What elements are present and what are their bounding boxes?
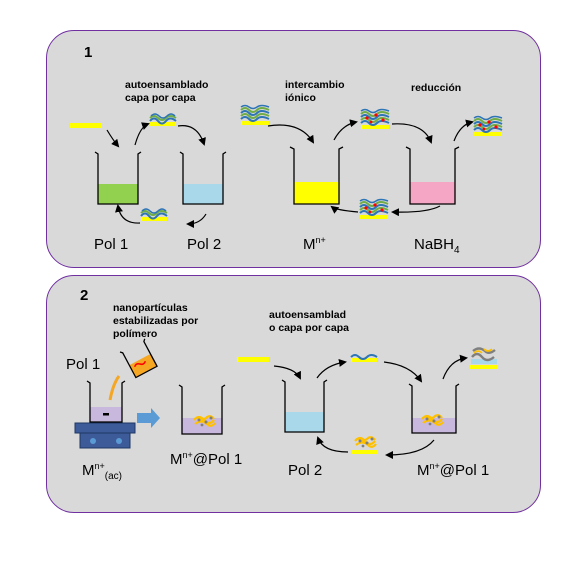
label-m-pol1-b: Mn+@Pol 1 [417, 461, 490, 480]
label-m-pol1-a: Mn+@Pol 1 [170, 450, 243, 469]
beaker-pol1-panel2 [86, 380, 126, 423]
beaker-m-pol1-b [408, 383, 460, 434]
film-after-assembly-bottom [140, 208, 168, 222]
label-metal-ion: Mn+ [303, 235, 326, 254]
film-after-assembly-top [149, 113, 177, 127]
beaker-pol2-panel2 [281, 379, 328, 433]
film-after-exchange [361, 110, 389, 130]
pouring-beaker-nanoparticles [119, 338, 158, 379]
film-pol-layer-panel2 [350, 354, 378, 362]
beaker-pol2-panel1 [179, 151, 227, 205]
label-nanoparticles: nanopartículas estabilizadas por polímer… [113, 302, 199, 340]
label-ion-exchange: intercambio iónico [285, 79, 345, 104]
label-metal-aq: Mn+(ac) [82, 461, 122, 482]
label-reduction: reducción [411, 82, 462, 94]
label-assembly-panel1: autoensamblado capa por capa [125, 79, 209, 104]
label-assembly-panel2: autoensamblad o capa por capa [269, 309, 349, 334]
film-final-panel2 [470, 347, 498, 369]
beaker-m-pol1-a [178, 384, 226, 435]
arrows-panel1 [106, 119, 474, 228]
label-pol2-panel2: Pol 2 [288, 462, 323, 479]
panel2-number: 2 [80, 287, 89, 304]
film-multilayer [240, 104, 270, 126]
pour-stream [108, 375, 121, 401]
beaker-metal-panel1 [289, 146, 344, 205]
beaker-reducer-panel1 [405, 146, 460, 205]
panel1-number: 1 [84, 44, 93, 61]
blue-process-arrow [137, 408, 160, 428]
film-reduced-bottom [360, 200, 388, 220]
label-pol1-panel2: Pol 1 [66, 356, 101, 373]
label-pol1-panel1: Pol 1 [94, 236, 129, 253]
beaker-pol1-panel1 [94, 151, 142, 205]
hotplate-stirrer [74, 422, 136, 449]
label-nabh4: NaBH4 [414, 236, 460, 256]
label-pol2-panel1: Pol 2 [187, 236, 222, 253]
bare-substrate-panel2 [237, 357, 269, 362]
film-reduced-top [474, 117, 502, 137]
panel-2 [46, 275, 541, 513]
bare-substrate-panel1 [70, 123, 102, 128]
arrows-panel2 [273, 354, 468, 459]
film-nano-return [352, 437, 378, 454]
